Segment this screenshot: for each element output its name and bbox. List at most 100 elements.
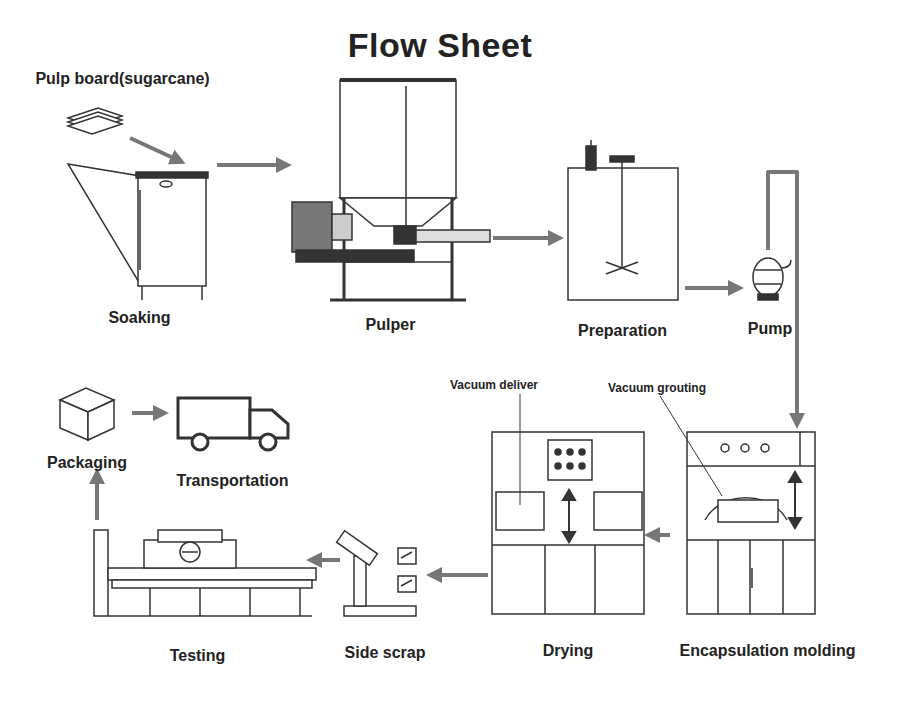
stage-label: Testing bbox=[85, 647, 310, 665]
illustration-part bbox=[180, 542, 200, 562]
illustration-part bbox=[149, 588, 151, 616]
illustration-part bbox=[755, 269, 781, 271]
illustration-part bbox=[563, 490, 575, 500]
illustration-part bbox=[789, 518, 801, 528]
illustration-part bbox=[199, 588, 201, 616]
illustration-part bbox=[292, 202, 332, 252]
flow-arrow bbox=[430, 573, 488, 577]
stage-label: Soaking bbox=[62, 309, 217, 327]
stage-node: Testing bbox=[85, 520, 310, 665]
stage-node: Pump bbox=[740, 250, 800, 338]
flow-arrow bbox=[310, 558, 340, 562]
stage-node: Packaging bbox=[42, 380, 132, 472]
stage-label: Pulper bbox=[288, 316, 493, 334]
illustration-part bbox=[687, 539, 815, 541]
flow-arrow bbox=[95, 472, 99, 520]
illustration-group bbox=[60, 80, 815, 616]
illustration-part bbox=[741, 444, 749, 452]
stage-label: Packaging bbox=[42, 454, 132, 472]
illustration-part bbox=[492, 432, 644, 614]
illustration-part bbox=[330, 299, 466, 302]
illustration-part bbox=[398, 548, 416, 564]
illustration-part bbox=[781, 260, 791, 268]
flow-arrow bbox=[130, 138, 182, 162]
stage-node: Preparation bbox=[560, 140, 685, 340]
illustration-part bbox=[299, 588, 301, 616]
illustration-part bbox=[749, 540, 751, 614]
illustration-part bbox=[144, 540, 236, 568]
illustration-part bbox=[548, 440, 592, 480]
callout-label: Vacuum deliver bbox=[448, 378, 540, 392]
illustration-part bbox=[687, 465, 815, 467]
illustration-part bbox=[401, 580, 412, 586]
callout-label: Vacuum grouting bbox=[606, 381, 708, 395]
illustration-part bbox=[405, 86, 407, 236]
illustration-part bbox=[579, 463, 585, 469]
illustration-part bbox=[398, 576, 416, 592]
illustration-part bbox=[416, 230, 490, 242]
illustration-part bbox=[344, 606, 416, 616]
illustration-part bbox=[555, 463, 561, 469]
illustration-part bbox=[182, 551, 198, 553]
illustration-part bbox=[794, 480, 796, 520]
stage-node: Soaking bbox=[62, 162, 217, 327]
illustration-part bbox=[260, 434, 276, 450]
stage-node: Transportation bbox=[165, 390, 300, 490]
illustration-part bbox=[717, 540, 719, 614]
illustration-part bbox=[758, 294, 778, 300]
illustration-part bbox=[160, 181, 172, 187]
illustration-part bbox=[340, 78, 456, 82]
illustration-part bbox=[789, 472, 801, 482]
illustration-part bbox=[610, 156, 634, 162]
illustration-part bbox=[520, 394, 521, 505]
illustration-part bbox=[108, 568, 316, 580]
stage-label: Encapsulation molding bbox=[670, 642, 865, 660]
illustration-part bbox=[594, 545, 596, 614]
flow-arrow bbox=[685, 286, 740, 290]
illustration-part bbox=[451, 198, 454, 300]
illustration-part bbox=[718, 500, 778, 522]
illustration-part bbox=[782, 540, 784, 614]
illustration-part bbox=[799, 432, 801, 466]
illustration-part bbox=[354, 556, 366, 606]
illustration-part bbox=[296, 250, 414, 262]
illustration-part bbox=[139, 190, 141, 270]
stage-node: Pulp board(sugarcane) bbox=[25, 70, 220, 138]
illustration-part bbox=[606, 262, 638, 274]
illustration-part bbox=[568, 498, 570, 534]
stage-label: Side scrap bbox=[340, 644, 430, 662]
illustration-part bbox=[753, 258, 783, 296]
illustration-part bbox=[394, 226, 416, 244]
illustration-part bbox=[751, 568, 753, 588]
stage-node: Pulper bbox=[288, 76, 493, 334]
illustration-part bbox=[88, 400, 114, 440]
illustration-part bbox=[249, 588, 251, 616]
illustration-part bbox=[687, 432, 815, 614]
illustration-part bbox=[579, 449, 585, 455]
illustration-part bbox=[594, 492, 642, 530]
illustration-part bbox=[606, 262, 638, 274]
illustration-part bbox=[68, 164, 140, 284]
flow-arrow bbox=[768, 172, 797, 425]
illustration-part bbox=[568, 168, 678, 300]
illustration-part bbox=[158, 530, 222, 542]
flow-arrow bbox=[132, 411, 165, 415]
illustration-part bbox=[94, 530, 108, 616]
illustration-part bbox=[755, 283, 781, 285]
illustration-part bbox=[401, 552, 412, 558]
illustration-part bbox=[590, 140, 592, 146]
illustration-part bbox=[68, 116, 122, 134]
illustration-part bbox=[567, 463, 573, 469]
stage-label: Transportation bbox=[165, 472, 300, 490]
illustration-part bbox=[108, 615, 312, 617]
illustration-part bbox=[340, 198, 456, 226]
illustration-part bbox=[555, 449, 561, 455]
illustration-part bbox=[138, 174, 206, 286]
illustration-part bbox=[60, 400, 88, 440]
illustration-part bbox=[141, 286, 143, 300]
illustration-part bbox=[660, 396, 722, 496]
illustration-part bbox=[567, 449, 573, 455]
illustration-part bbox=[337, 531, 378, 565]
